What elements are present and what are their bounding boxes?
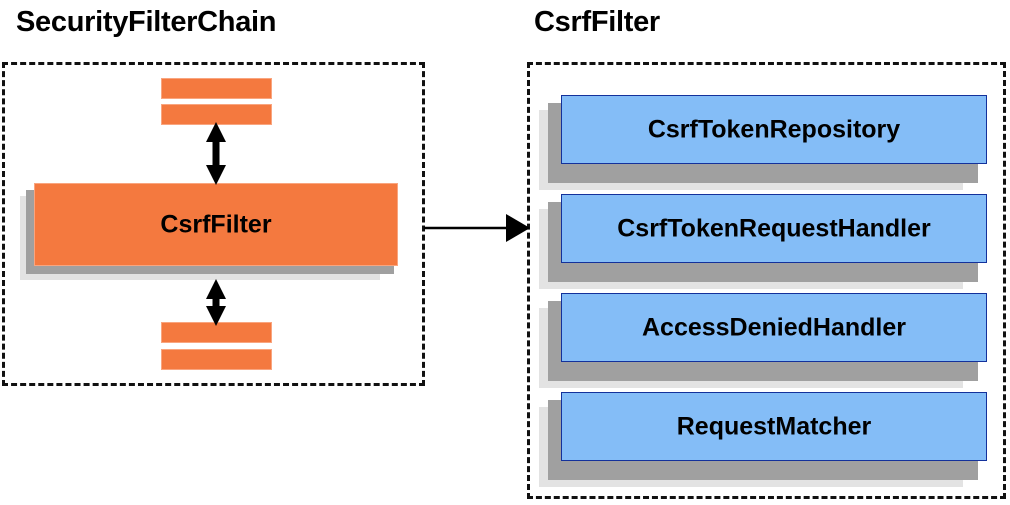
collaborator-block-label: CsrfTokenRepository <box>647 115 901 143</box>
block-face: AccessDeniedHandler <box>561 293 987 362</box>
collaborator-block-csrf-token-request-handler[interactable]: CsrfTokenRequestHandler <box>539 194 987 289</box>
filter-stripe-above-1 <box>161 78 272 99</box>
page-title-csrf-filter: CsrfFilter <box>534 6 660 38</box>
csrf-filter-detail-group <box>527 62 1006 499</box>
filter-stripe-above-2 <box>161 104 272 125</box>
csrf-filter-block[interactable]: CsrfFilter <box>20 183 398 280</box>
block-face: RequestMatcher <box>561 392 987 461</box>
block-face: CsrfTokenRepository <box>561 95 987 164</box>
page-title-security-filter-chain: SecurityFilterChain <box>16 6 277 38</box>
collaborator-block-label: RequestMatcher <box>676 412 872 440</box>
block-face: CsrfTokenRequestHandler <box>561 194 987 263</box>
security-filter-chain-group <box>2 62 425 386</box>
csrffilter-to-detail-arrow-icon <box>424 214 530 242</box>
collaborator-block-label: CsrfTokenRequestHandler <box>617 214 931 242</box>
csrf-filter-block-label: CsrfFilter <box>160 210 272 238</box>
collaborator-block-request-matcher[interactable]: RequestMatcher <box>539 392 987 487</box>
collaborator-block-csrf-token-repository[interactable]: CsrfTokenRepository <box>539 95 987 190</box>
filter-stripe-below-2 <box>161 349 272 370</box>
collaborator-block-label: AccessDeniedHandler <box>641 313 906 341</box>
block-face: CsrfFilter <box>34 183 398 266</box>
collaborator-block-access-denied-handler[interactable]: AccessDeniedHandler <box>539 293 987 388</box>
filter-stripe-below-1 <box>161 322 272 343</box>
